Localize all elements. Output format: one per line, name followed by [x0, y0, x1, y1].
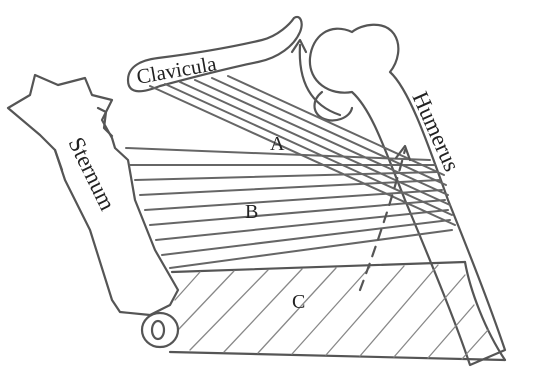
label-sternum: Sternum — [64, 133, 121, 214]
region-c-outline — [170, 262, 505, 360]
fibers-part-b — [126, 148, 452, 268]
label-region-b: B — [245, 201, 258, 223]
label-region-c: C — [292, 291, 305, 313]
curved-arrow — [292, 40, 340, 115]
label-clavicula: Clavicula — [135, 51, 219, 89]
rib-ring — [142, 313, 178, 347]
label-region-a: A — [270, 133, 285, 155]
region-c-hatching — [175, 265, 488, 359]
